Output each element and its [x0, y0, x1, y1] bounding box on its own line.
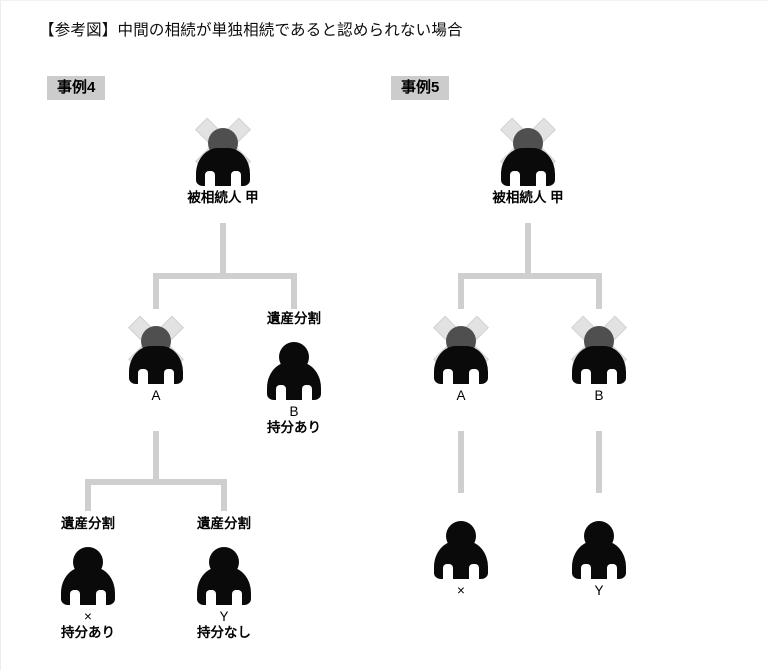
node-below-label: Y [539, 583, 659, 600]
node-name: 被相続人 甲 [187, 190, 259, 205]
connector-root-bar-left [153, 273, 297, 279]
node-name: Y [219, 608, 229, 624]
node-case4-grandchild-x[interactable]: 遺産分割 × 持分あり [28, 516, 148, 642]
node-name: A [151, 388, 161, 403]
node-name: B [289, 403, 299, 419]
node-above-label: 遺産分割 [267, 311, 321, 326]
person-body [434, 346, 488, 384]
node-case5-grandchild-x[interactable]: × [401, 506, 521, 600]
node-note: 持分なし [197, 625, 251, 641]
connector-drop-x-left [85, 479, 91, 511]
person-icon-deceased [96, 312, 216, 386]
node-below-label: A [401, 388, 521, 405]
node-name: B [594, 388, 604, 403]
connector-drop-a-right [458, 273, 464, 309]
connector-drop-b-left [291, 273, 297, 309]
connector-b-to-y-right [596, 431, 602, 493]
node-above-label: 遺産分割 [197, 516, 251, 531]
connector-root-bar-right [458, 273, 602, 279]
person-icon [234, 328, 354, 402]
person-icon [164, 533, 284, 607]
node-below-label: × 持分あり [28, 609, 148, 643]
node-case5-grandchild-y[interactable]: Y [539, 506, 659, 600]
connector-drop-a-left [153, 273, 159, 309]
node-below-label: B [539, 388, 659, 405]
person-body [572, 541, 626, 579]
node-name: A [456, 388, 466, 403]
case-badge-4: 事例4 [47, 76, 106, 100]
node-case4-grandchild-y[interactable]: 遺産分割 Y 持分なし [164, 516, 284, 642]
person-icon [539, 507, 659, 581]
case-badge-5: 事例5 [391, 76, 450, 100]
connector-root-stem-left [220, 223, 226, 279]
connector-a-bar-left [85, 479, 227, 485]
node-case5-child-a[interactable]: A [401, 311, 521, 405]
connector-drop-y-left [221, 479, 227, 511]
person-body [197, 566, 251, 605]
node-case5-root[interactable]: 被相続人 甲 [468, 113, 588, 207]
person-icon-deceased [163, 114, 283, 188]
node-above-label: 遺産分割 [61, 516, 115, 531]
node-below-label: Y 持分なし [164, 609, 284, 643]
node-name: × [457, 583, 465, 598]
person-body [129, 346, 183, 384]
node-note: 持分あり [267, 420, 321, 436]
node-name: Y [594, 583, 604, 598]
connector-drop-b-right [596, 273, 602, 309]
connector-root-stem-right [525, 223, 531, 279]
person-body [434, 541, 488, 579]
person-body [267, 361, 321, 400]
node-case4-child-b[interactable]: 遺産分割 B 持分あり [234, 311, 354, 437]
node-case4-child-a[interactable]: A [96, 311, 216, 405]
page-title: 【参考図】中間の相続が単独相続であると認められない場合 [39, 22, 463, 39]
node-note: 持分あり [61, 625, 115, 641]
person-icon [401, 507, 521, 581]
node-below-label: 被相続人 甲 [468, 190, 588, 207]
person-body [501, 148, 555, 186]
node-name: 被相続人 甲 [492, 190, 564, 205]
connector-a-stem-left [153, 431, 159, 483]
connector-a-to-x-right [458, 431, 464, 493]
node-below-label: A [96, 388, 216, 405]
node-case4-root[interactable]: 被相続人 甲 [163, 113, 283, 207]
node-name: × [84, 608, 92, 624]
node-case5-child-b[interactable]: B [539, 311, 659, 405]
node-below-label: 被相続人 甲 [163, 190, 283, 207]
person-body [196, 148, 250, 186]
person-icon-deceased [401, 312, 521, 386]
person-body [572, 346, 626, 384]
person-body [61, 566, 115, 605]
node-below-label: × [401, 583, 521, 600]
node-below-label: B 持分あり [234, 404, 354, 438]
person-icon-deceased [468, 114, 588, 188]
person-icon [28, 533, 148, 607]
person-icon-deceased [539, 312, 659, 386]
